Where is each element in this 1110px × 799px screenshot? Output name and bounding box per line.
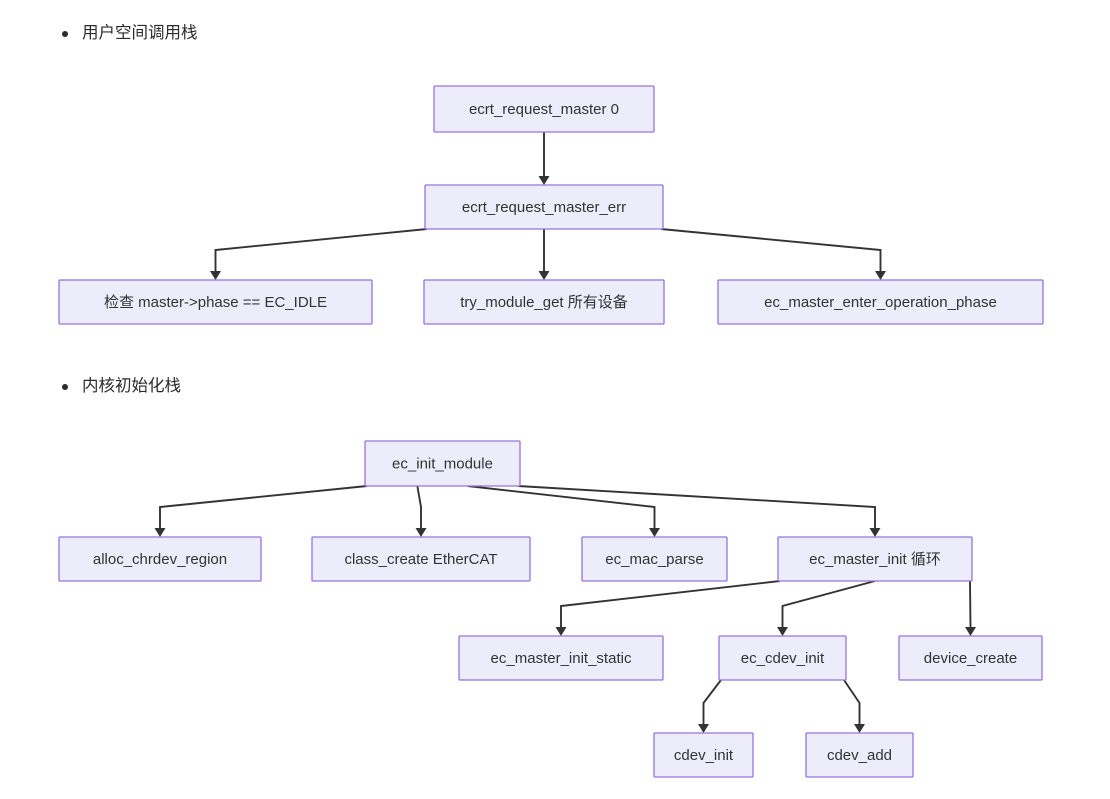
node-label: alloc_chrdev_region xyxy=(93,551,227,568)
node-ecrt_request_master_err[interactable]: ecrt_request_master_err xyxy=(424,184,664,230)
node-box xyxy=(458,635,664,681)
node-ec_mac_parse[interactable]: ec_mac_parse xyxy=(581,536,728,582)
bullet-dot-icon xyxy=(62,383,68,390)
edge-ec_init_module-to-ec_mac_parse xyxy=(467,485,656,530)
node-box xyxy=(653,732,754,778)
node-ec_init_module[interactable]: ec_init_module xyxy=(364,440,521,487)
edge-ec_master_init_loop-to-ec_cdev_init xyxy=(781,580,876,629)
node-label: ecrt_request_master 0 xyxy=(469,101,619,118)
node-layer: ecrt_request_master 0 ecrt_request_master… xyxy=(58,85,1044,325)
node-box xyxy=(898,635,1043,681)
node-label: cdev_add xyxy=(827,747,892,764)
node-ec_master_init_static[interactable]: ec_master_init_static xyxy=(458,635,664,681)
arrowhead-icon xyxy=(875,271,886,280)
node-box xyxy=(433,85,655,133)
node-alloc_chrdev_region[interactable]: alloc_chrdev_region xyxy=(58,536,262,582)
node-label: ec_cdev_init xyxy=(741,650,825,667)
bullet-label-kernel-init: 内核初始化栈 xyxy=(82,377,181,395)
node-box xyxy=(805,732,914,778)
arrowhead-icon xyxy=(965,627,976,636)
node-box xyxy=(718,635,847,681)
node-label: ec_master_init 循环 xyxy=(809,551,941,568)
node-label: cdev_init xyxy=(674,747,734,764)
edge-ec_init_module-to-class_create_ethercat xyxy=(416,485,422,530)
edge-ec_init_module-to-ec_master_init_loop xyxy=(517,485,876,530)
node-cdev_init[interactable]: cdev_init xyxy=(653,732,754,778)
node-box xyxy=(717,279,1044,325)
arrowhead-icon xyxy=(649,528,660,537)
node-box xyxy=(58,279,373,325)
edge-layer xyxy=(154,485,976,733)
arrowhead-icon xyxy=(538,271,550,280)
node-label: ec_master_init_static xyxy=(491,650,632,667)
edge-ec_master_init_loop-to-device_create xyxy=(969,580,972,630)
node-layer: ec_init_module alloc_chrdev_region class_c… xyxy=(58,440,1043,778)
bullet-label-user-space: 用户空间调用栈 xyxy=(82,24,198,42)
edge-ecrt_request_master_err-to-check_phase xyxy=(214,228,428,273)
node-box xyxy=(364,440,521,487)
edge-ec_cdev_init-to-cdev_init xyxy=(702,679,722,726)
node-label: ec_master_enter_operation_phase xyxy=(764,294,997,311)
node-ec_cdev_init[interactable]: ec_cdev_init xyxy=(718,635,847,681)
node-label: 检查 master->phase == EC_IDLE xyxy=(104,294,327,311)
node-label: class_create EtherCAT xyxy=(344,551,497,568)
edge-layer xyxy=(210,132,886,280)
arrowhead-icon xyxy=(854,724,865,733)
node-label: ecrt_request_master_err xyxy=(462,199,626,216)
arrowhead-icon xyxy=(154,528,166,537)
node-device_create[interactable]: device_create xyxy=(898,635,1043,681)
node-box xyxy=(777,536,973,582)
arrowhead-icon xyxy=(698,724,709,733)
bullet-item-user-space: 用户空间调用栈 xyxy=(62,22,198,45)
edge-ec_cdev_init-to-cdev_add xyxy=(843,679,861,726)
arrowhead-icon xyxy=(538,176,550,185)
node-box xyxy=(423,279,665,325)
edge-ec_init_module-to-alloc_chrdev_region xyxy=(159,485,368,530)
node-ec_master_enter_operation_phase[interactable]: ec_master_enter_operation_phase xyxy=(717,279,1044,325)
arrowhead-icon xyxy=(210,271,221,280)
node-label: try_module_get 所有设备 xyxy=(460,294,628,311)
bullet-dot-icon xyxy=(62,30,68,37)
node-box xyxy=(311,536,531,582)
node-cdev_add[interactable]: cdev_add xyxy=(805,732,914,778)
arrowhead-icon xyxy=(555,627,567,636)
arrowhead-icon xyxy=(415,528,427,537)
edge-ecrt_request_master_err-to-ec_master_enter_operation_phase xyxy=(660,228,882,273)
node-ecrt_request_master_0[interactable]: ecrt_request_master 0 xyxy=(433,85,655,133)
node-check_phase[interactable]: 检查 master->phase == EC_IDLE xyxy=(58,279,373,325)
node-box xyxy=(424,184,664,230)
node-ec_master_init_loop[interactable]: ec_master_init 循环 xyxy=(777,536,973,582)
bullet-item-kernel-init: 内核初始化栈 xyxy=(62,375,181,398)
node-box xyxy=(58,536,262,582)
arrowhead-icon xyxy=(777,627,788,636)
node-box xyxy=(581,536,728,582)
node-label: ec_mac_parse xyxy=(605,551,703,568)
edge-ec_master_init_loop-to-ec_master_init_static xyxy=(560,580,781,629)
node-label: ec_init_module xyxy=(392,455,493,472)
arrowhead-icon xyxy=(869,528,881,537)
node-try_module_get[interactable]: try_module_get 所有设备 xyxy=(423,279,665,325)
node-class_create_ethercat[interactable]: class_create EtherCAT xyxy=(311,536,531,582)
node-label: device_create xyxy=(924,650,1017,667)
